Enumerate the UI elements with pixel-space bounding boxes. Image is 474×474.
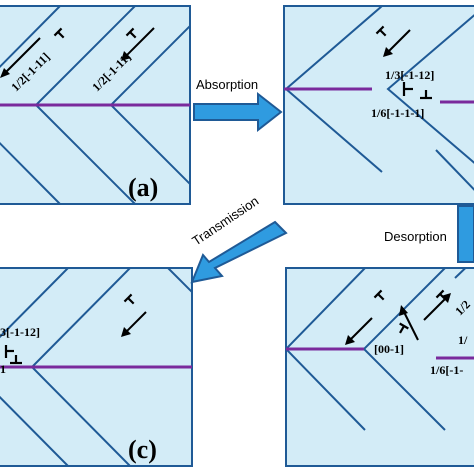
glide-line <box>0 6 61 204</box>
dislocation-symbol <box>4 345 14 358</box>
glide-direction-arrow <box>121 311 147 337</box>
panel-c: 3[-1-12] 1 (c) <box>0 267 193 467</box>
transmission-step: Transmission <box>189 193 288 284</box>
burgers-vector-label: 1/ <box>458 333 468 347</box>
panel-d: [00-1] 1/2 1/ 1/6[-1- <box>285 267 474 467</box>
glide-direction-arrow <box>121 27 155 61</box>
glide-line <box>454 268 467 279</box>
absorption-step: Absorption <box>193 77 283 133</box>
glide-line <box>0 268 69 466</box>
dislocation-symbol <box>125 27 137 39</box>
dislocation-symbol <box>420 90 432 100</box>
glide-direction-arrow <box>383 29 411 57</box>
dislocation-symbol <box>53 27 65 39</box>
desorption-step: Desorption <box>384 205 474 263</box>
burgers-vector-label: 1/6[-1-1-1] <box>371 106 424 120</box>
glide-direction-arrow <box>0 37 41 78</box>
glide-line <box>286 268 366 431</box>
dislocation-symbol <box>375 25 387 37</box>
transmission-arrow <box>190 220 288 284</box>
glide-direction-arrow <box>423 293 451 321</box>
dislocation-symbol <box>402 82 413 96</box>
dislocation-symbol <box>10 355 22 365</box>
panel-label: (a) <box>128 173 158 202</box>
absorption-arrow <box>193 91 283 133</box>
glide-line <box>167 268 192 294</box>
burgers-vector-label: 3[-1-12] <box>0 325 40 339</box>
panel-b-background <box>283 5 474 205</box>
panel-b: 1/3[-1-12] 1/6[-1-1-1] <box>283 5 474 205</box>
burgers-vector-label: 1/3[-1-12] <box>385 68 434 82</box>
glide-line <box>386 14 474 164</box>
panel-label: (c) <box>128 435 157 464</box>
panel-a: 1/2[-1-11] 1/2[-1-11] (a) <box>0 5 191 205</box>
glide-line <box>435 149 474 191</box>
burgers-vector-label: 1/6[-1- <box>430 363 463 377</box>
dislocation-symbol <box>123 293 135 305</box>
glide-direction-arrow <box>399 305 419 341</box>
burgers-vector-label: 1 <box>0 362 6 376</box>
burgers-vector-label: [00-1] <box>374 342 404 356</box>
desorption-label: Desorption <box>384 229 447 244</box>
glide-direction-arrow <box>345 317 373 345</box>
desorption-arrow <box>457 205 474 263</box>
dislocation-symbol <box>373 289 385 301</box>
absorption-label: Absorption <box>196 77 258 92</box>
dislocation-symbol <box>399 322 409 334</box>
